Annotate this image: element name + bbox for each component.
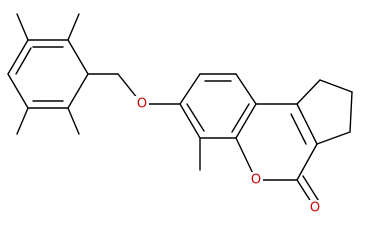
ring-d-bond (319, 79, 353, 93)
ring-c-bond (296, 103, 318, 145)
ring-d-bond (349, 91, 353, 133)
methyl-bond (16, 107, 29, 135)
ring-b-bond (235, 73, 257, 105)
bond-layer (7, 13, 353, 209)
ring-a-bond (7, 73, 29, 109)
ring-b-bond (235, 103, 257, 139)
ring-a-bond (7, 39, 29, 75)
ring-oxygen-label: O (251, 173, 261, 188)
molecule-diagram: O O O (7, 13, 353, 216)
atom-label-layer: O O O (135, 96, 322, 216)
ring-d-bond (316, 131, 351, 145)
ring-a-bond (67, 39, 89, 75)
methyl-bond (16, 13, 29, 41)
ring-b-bond (179, 103, 201, 139)
ring-oxygen-atom: O (249, 172, 263, 188)
carbonyl-oxygen-atom: O (308, 200, 322, 216)
ring-c-bond (296, 143, 318, 181)
ring-d-bond (296, 79, 321, 105)
methyl-bond (67, 107, 80, 135)
ring-b-bond (179, 73, 201, 105)
ring-b-double-bond (231, 103, 250, 133)
ring-a-bond (67, 73, 89, 109)
ring-b-double-bond (186, 103, 205, 132)
ring-c-double-bond (290, 113, 307, 145)
carbonyl-double-bond (302, 175, 321, 204)
ring-a-double-bond (15, 47, 32, 75)
methyl-bond (67, 13, 80, 41)
ether-oxygen-label: O (137, 97, 147, 112)
ether-oxygen-atom: O (135, 96, 149, 112)
carbonyl-oxygen-label: O (310, 201, 320, 216)
